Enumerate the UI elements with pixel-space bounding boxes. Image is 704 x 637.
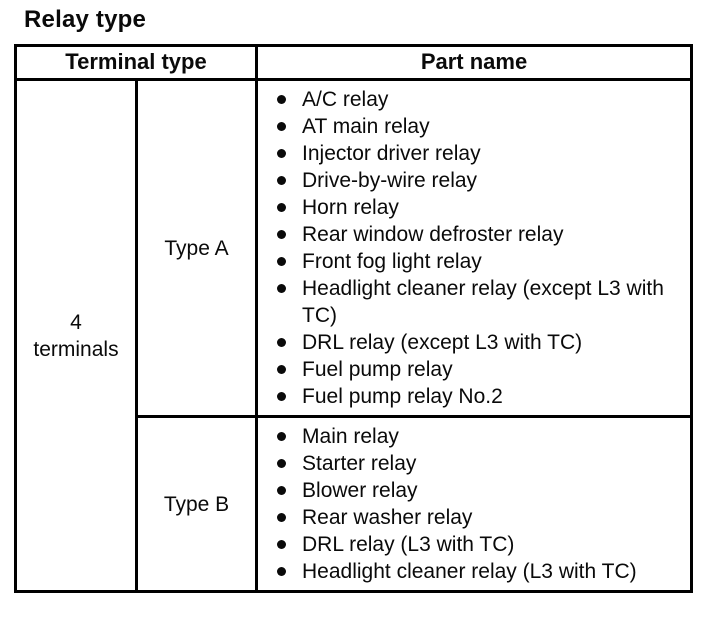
type-b-cell: Type B — [134, 415, 259, 594]
part-item: Fuel pump relay No.2 — [274, 383, 684, 410]
part-item: Blower relay — [274, 477, 684, 504]
part-item: Drive-by-wire relay — [274, 167, 684, 194]
header-row: Terminal type Part name — [13, 44, 694, 82]
part-item: Rear washer relay — [274, 504, 684, 531]
part-item: Fuel pump relay — [274, 356, 684, 383]
header-part-name: Part name — [255, 44, 694, 82]
part-item: Main relay — [274, 423, 684, 450]
relay-type-table: Terminal type Part name 4 terminals Type… — [13, 44, 694, 594]
part-item: DRL relay (L3 with TC) — [274, 531, 684, 558]
part-item: AT main relay — [274, 113, 684, 140]
part-item: Horn relay — [274, 194, 684, 221]
part-item: Headlight cleaner relay (except L3 with … — [274, 275, 684, 329]
part-item: Headlight cleaner relay (L3 with TC) — [274, 558, 684, 585]
page-title: Relay type — [24, 6, 147, 33]
part-item: Front fog light relay — [274, 248, 684, 275]
part-item: A/C relay — [274, 86, 684, 113]
part-item: Injector driver relay — [274, 140, 684, 167]
terminal-count-label: 4 terminals — [33, 310, 119, 361]
part-item: Rear window defroster relay — [274, 221, 684, 248]
type-a-cell: Type A — [134, 78, 259, 419]
terminal-count-cell: 4 terminals — [14, 78, 138, 594]
header-terminal-type: Terminal type — [13, 44, 259, 82]
part-item: DRL relay (except L3 with TC) — [274, 329, 684, 356]
part-item: Starter relay — [274, 450, 684, 477]
